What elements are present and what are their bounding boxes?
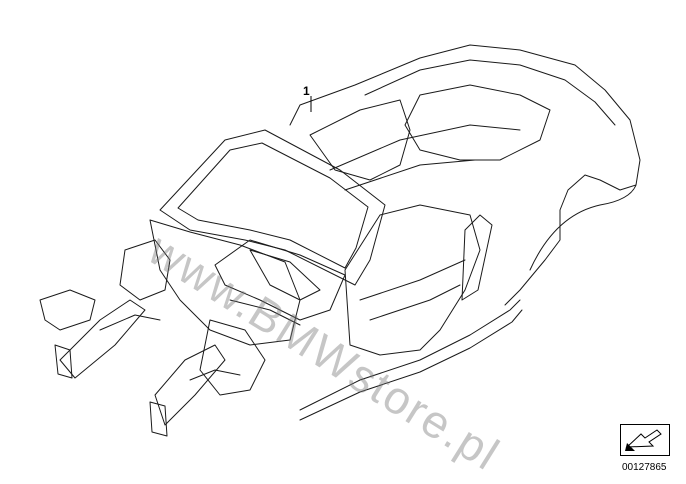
callout-number: 1	[303, 84, 310, 98]
firewall	[149, 219, 301, 346]
rear-seat-panel	[404, 84, 551, 161]
image-number: 00127865	[622, 462, 667, 473]
rocker-sill	[299, 299, 521, 411]
door-opening	[344, 204, 481, 356]
b-pillar	[461, 214, 493, 301]
front-rail-right	[154, 344, 226, 426]
floor-tunnel	[249, 249, 321, 301]
windshield-frame	[159, 129, 386, 286]
rear-deck-lid	[364, 59, 616, 126]
navigation-box[interactable]	[620, 424, 670, 456]
arrow-down-left-icon	[625, 429, 662, 451]
strut-tower-right	[199, 319, 266, 396]
bumper-bracket-left	[54, 344, 73, 379]
windshield-inner	[177, 142, 369, 269]
rear-body-outline	[289, 44, 641, 306]
bumper-bracket-right	[149, 401, 168, 437]
floor-pan	[214, 239, 346, 321]
rear-bulkhead	[309, 99, 411, 181]
rocker-sill-lower	[299, 309, 523, 421]
front-apron	[39, 289, 96, 331]
strut-tower-left	[119, 239, 171, 301]
front-rail-left	[59, 299, 146, 379]
rear-wheel-arch	[529, 184, 637, 271]
